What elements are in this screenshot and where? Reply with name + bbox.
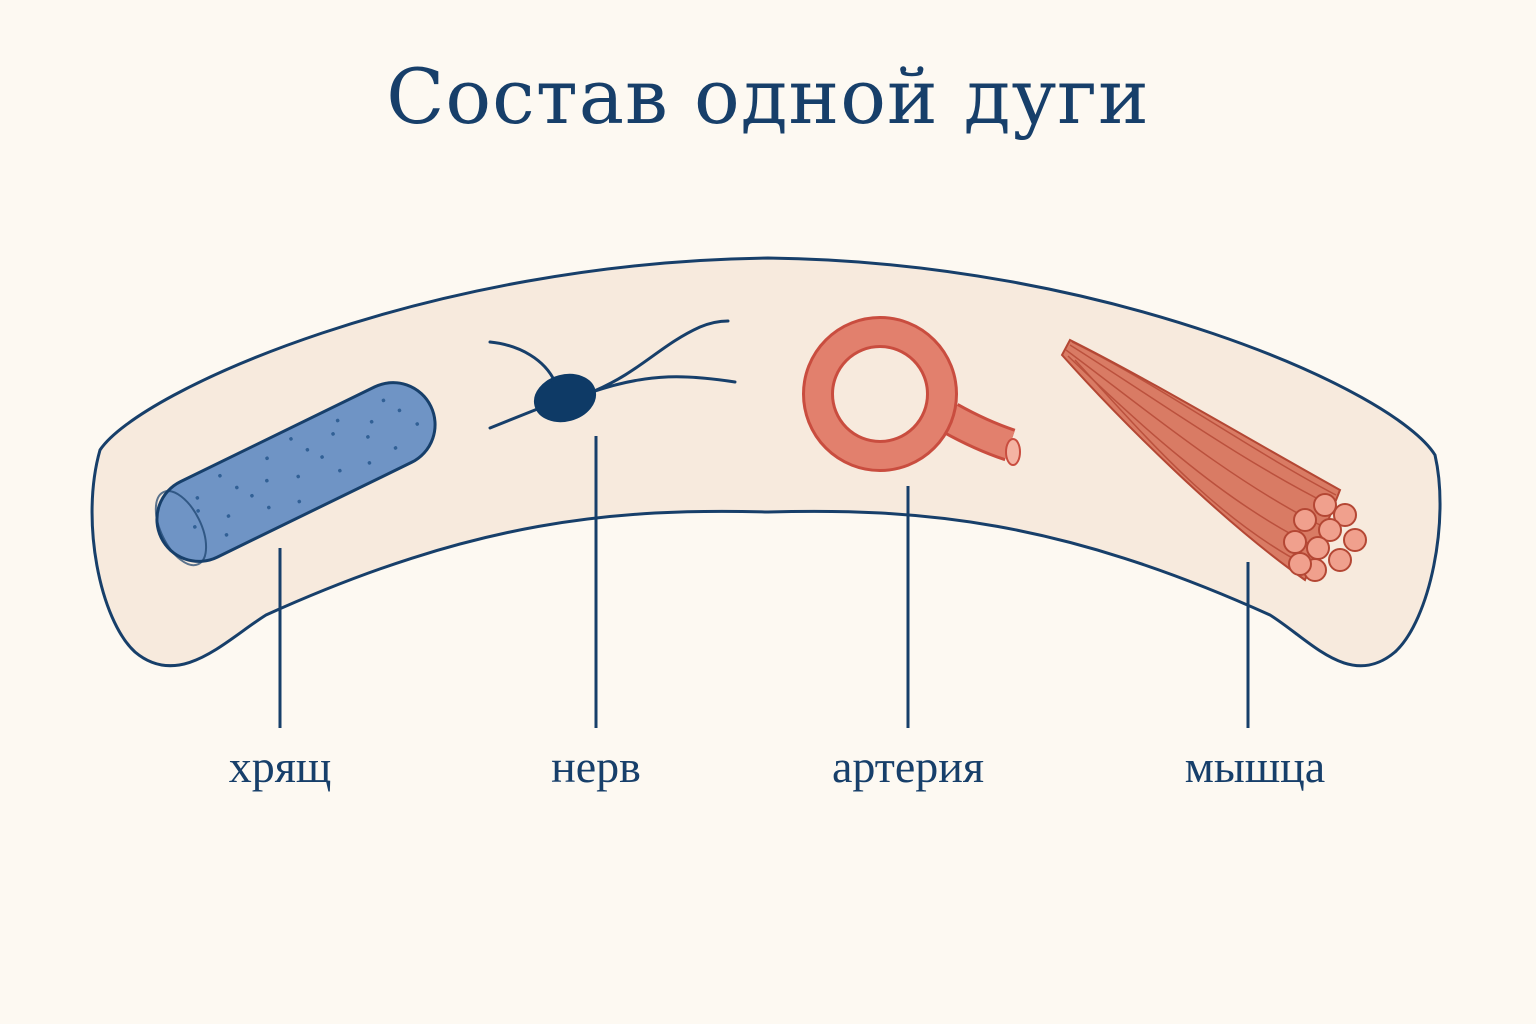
label-cartilage: хрящ xyxy=(228,741,332,792)
label-artery: артерия xyxy=(831,741,985,792)
nerve-icon xyxy=(488,319,737,430)
leader-lines xyxy=(278,436,1250,728)
muscle-icon xyxy=(1060,338,1367,582)
cartilage-icon xyxy=(154,381,437,567)
label-muscle: мышца xyxy=(1184,741,1326,792)
diagram-title: Состав одной дуги xyxy=(386,52,1150,141)
label-nerve: нерв xyxy=(551,741,641,792)
artery-icon xyxy=(802,316,1021,472)
